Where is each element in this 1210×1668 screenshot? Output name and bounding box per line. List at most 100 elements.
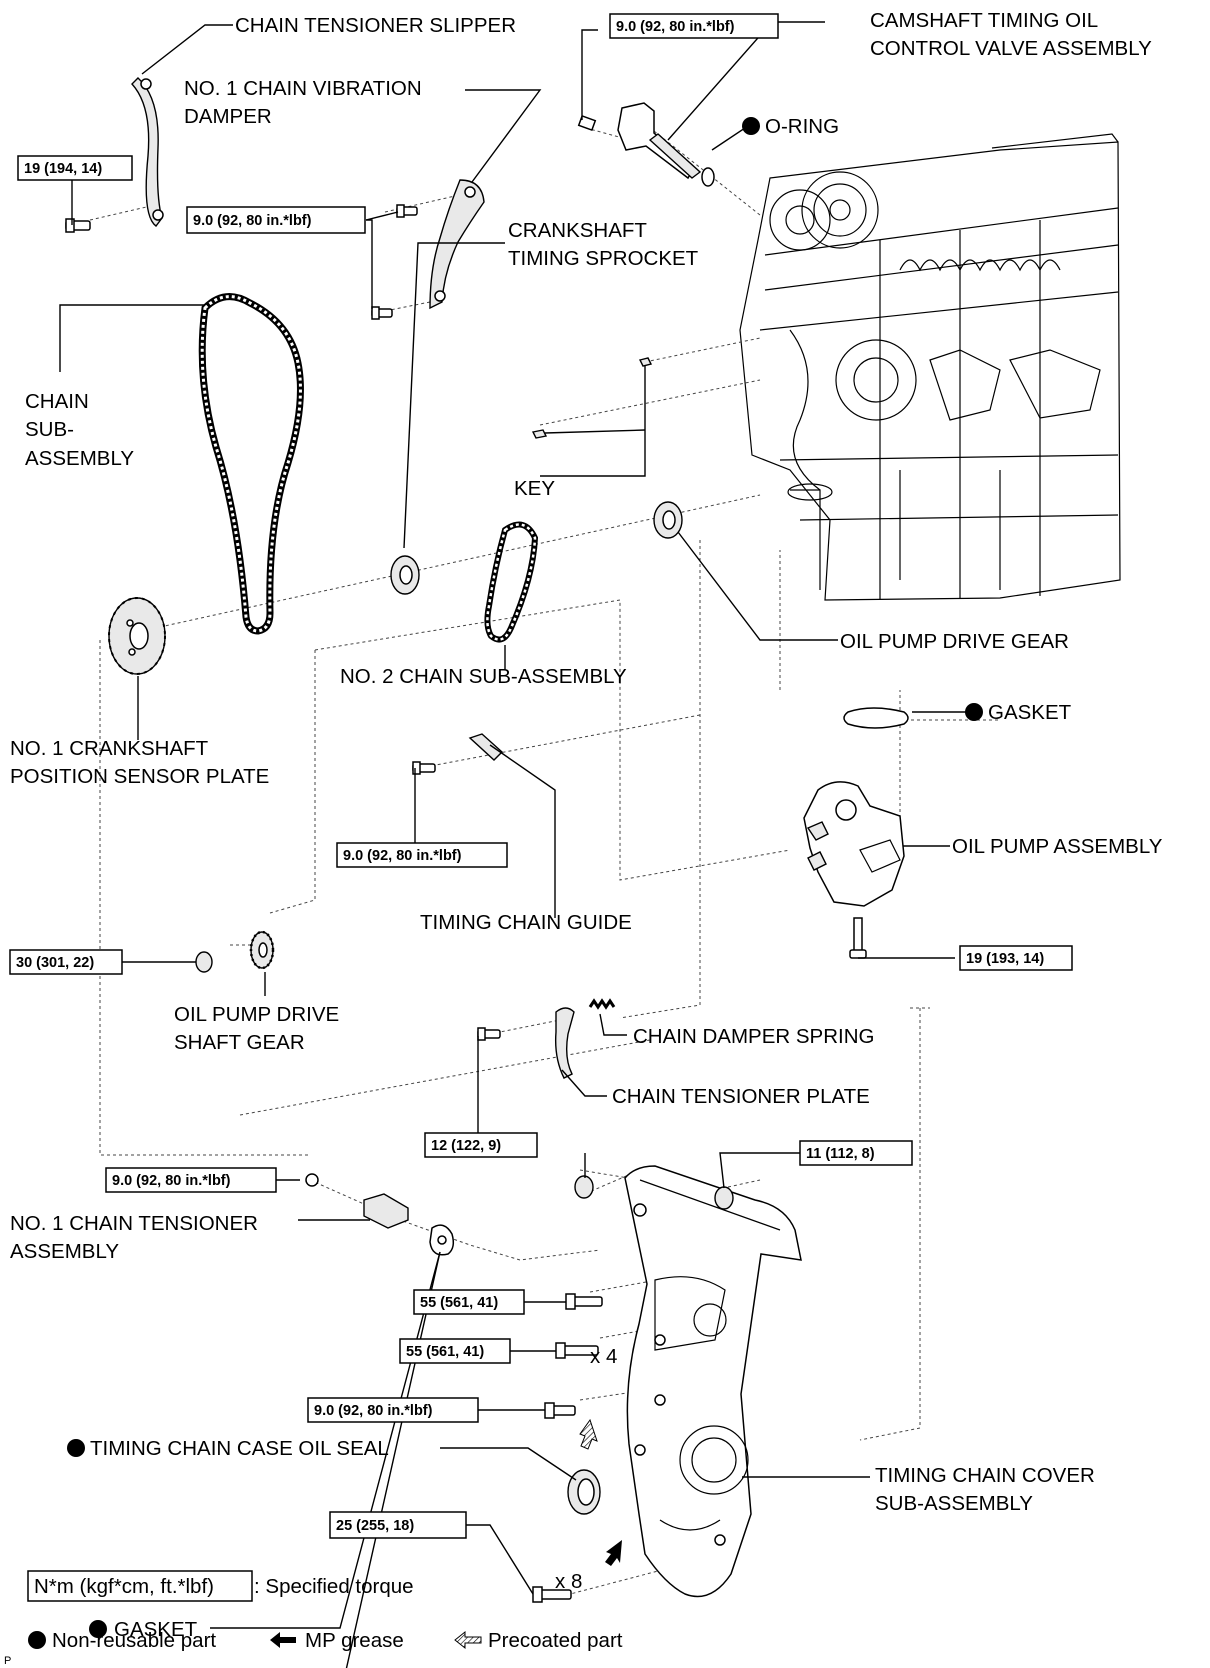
label-camshaft-ocv-l2: CONTROL VALVE ASSEMBLY: [870, 37, 1152, 60]
oil-pump-drive-gear-part: [653, 501, 683, 539]
engine-block-illustration: [739, 133, 1121, 601]
cover-nut-left: [574, 1175, 594, 1199]
cover-bolt-c: [544, 1402, 576, 1419]
svg-text:19 (193, 14): 19 (193, 14): [966, 951, 1044, 967]
damper-bolt-upper: [396, 204, 418, 218]
legend-mp-grease-icon: [270, 1632, 296, 1648]
label-x8: x 8: [555, 1570, 582, 1593]
svg-text:9.0 (92, 80 in.*lbf): 9.0 (92, 80 in.*lbf): [616, 19, 735, 35]
chain-damper-spring-part: [588, 998, 616, 1010]
legend: N*m (kgf*cm, ft.*lbf) : Specified torque…: [4, 1570, 623, 1667]
label-chain-tensioner-slipper: CHAIN TENSIONER SLIPPER: [235, 14, 516, 37]
torque-box-pump: 19 (193, 14): [959, 945, 1073, 971]
timing-chain-cover-part: [624, 1165, 802, 1598]
part-labels: CHAIN TENSIONER SLIPPER NO. 1 CHAIN VIBR…: [10, 9, 1163, 1641]
svg-text:19 (194, 14): 19 (194, 14): [24, 161, 102, 177]
crankshaft-position-sensor-plate-part: [108, 597, 166, 675]
camshaft-ocv-part: [577, 102, 715, 187]
shaft-gear-nut: [195, 951, 213, 973]
label-no1-chain-vibration-damper-l2: DAMPER: [184, 105, 272, 128]
legend-torque-desc: : Specified torque: [254, 1575, 414, 1598]
oil-pump-assembly-part: [803, 781, 905, 907]
corner-mark: P: [4, 1655, 11, 1667]
mp-grease-arrow-icon: [605, 1540, 622, 1566]
torque-box-tensioner: 9.0 (92, 80 in.*lbf): [105, 1167, 277, 1193]
gasket-bottom-part: [429, 1224, 455, 1256]
torque-box-slipper: 19 (194, 14): [17, 155, 133, 181]
torque-box-damper: 9.0 (92, 80 in.*lbf): [186, 206, 366, 234]
guide-bolt: [412, 761, 436, 775]
legend-mp-grease: MP grease: [305, 1629, 404, 1652]
label-gasket-bottom: GASKET: [114, 1618, 198, 1641]
chain-tensioner-plate-part: [554, 1007, 575, 1079]
label-crank-sensor-plate-l2: POSITION SENSOR PLATE: [10, 765, 269, 788]
cover-bolt-b: [555, 1342, 599, 1359]
label-oil-pump-drive-shaft-gear-l2: SHAFT GEAR: [174, 1031, 305, 1054]
precoated-arrow-icon: [579, 1418, 598, 1450]
torque-box-cover-b: 55 (561, 41): [399, 1338, 511, 1364]
non-reusable-dot-icon: [742, 117, 760, 135]
label-no2-chain-sub: NO. 2 CHAIN SUB-ASSEMBLY: [340, 665, 627, 688]
cover-bolt-d: [532, 1586, 572, 1603]
timing-chain-guide-part: [468, 733, 504, 761]
non-reusable-dot-icon: [67, 1439, 85, 1457]
label-no1-chain-tensioner-l2: ASSEMBLY: [10, 1240, 119, 1263]
torque-box-cover-c: 9.0 (92, 80 in.*lbf): [307, 1397, 479, 1423]
label-chain-damper-spring: CHAIN DAMPER SPRING: [633, 1025, 874, 1048]
legend-precoated-icon: [454, 1630, 482, 1650]
label-no1-chain-tensioner-l1: NO. 1 CHAIN TENSIONER: [10, 1212, 258, 1235]
svg-text:9.0 (92, 80 in.*lbf): 9.0 (92, 80 in.*lbf): [343, 848, 462, 864]
label-chain-sub-l1: CHAIN: [25, 390, 89, 413]
gasket-top-part: [843, 707, 909, 729]
svg-text:55 (561, 41): 55 (561, 41): [420, 1295, 498, 1311]
slipper-bolt: [65, 218, 91, 233]
oil-seal-part: [567, 1469, 601, 1515]
label-chain-sub-l2: SUB-: [25, 418, 74, 441]
key-part: [531, 357, 653, 439]
label-crankshaft-sprocket-l1: CRANKSHAFT: [508, 219, 647, 242]
svg-text:9.0 (92, 80 in.*lbf): 9.0 (92, 80 in.*lbf): [314, 1403, 433, 1419]
chain-sub-assembly-part: [198, 293, 304, 635]
svg-text:30 (301, 22): 30 (301, 22): [16, 955, 94, 971]
label-timing-chain-guide: TIMING CHAIN GUIDE: [420, 911, 632, 934]
torque-box-ocv: 9.0 (92, 80 in.*lbf): [609, 13, 779, 39]
svg-text:9.0 (92, 80 in.*lbf): 9.0 (92, 80 in.*lbf): [112, 1173, 231, 1189]
label-oil-seal: TIMING CHAIN CASE OIL SEAL: [90, 1437, 389, 1460]
label-o-ring: O-RING: [765, 115, 839, 138]
label-chain-tensioner-plate: CHAIN TENSIONER PLATE: [612, 1085, 870, 1108]
label-cover-l1: TIMING CHAIN COVER: [875, 1464, 1095, 1487]
cover-nut-right: [714, 1186, 734, 1210]
label-oil-pump-drive-gear: OIL PUMP DRIVE GEAR: [840, 630, 1069, 653]
label-x4: x 4: [590, 1345, 617, 1368]
cover-bolt-a: [565, 1293, 603, 1310]
label-crankshaft-sprocket-l2: TIMING SPROCKET: [508, 247, 699, 270]
torque-box-guide: 9.0 (92, 80 in.*lbf): [336, 842, 508, 868]
oil-pump-bolt: [849, 917, 867, 959]
non-reusable-dot-icon: [89, 1620, 107, 1638]
torque-specs: 9.0 (92, 80 in.*lbf) 19 (194, 14) 9.0 (9…: [9, 13, 1073, 1539]
label-no1-chain-vibration-damper-l1: NO. 1 CHAIN VIBRATION: [184, 77, 422, 100]
chain-tensioner-slipper-part: [131, 77, 164, 227]
no2-chain-sub-assembly-part: [484, 521, 539, 643]
torque-box-cover-nut: 11 (112, 8): [799, 1140, 913, 1166]
damper-bolt-lower: [371, 306, 393, 320]
label-gasket-top: GASKET: [988, 701, 1072, 724]
non-reusable-dot-icon: [965, 703, 983, 721]
svg-text:9.0 (92, 80 in.*lbf): 9.0 (92, 80 in.*lbf): [193, 213, 312, 229]
legend-torque-box: [27, 1570, 253, 1602]
gasket-bottom-leader: [210, 1251, 441, 1629]
svg-text:25 (255, 18): 25 (255, 18): [336, 1518, 414, 1534]
label-crank-sensor-plate-l1: NO. 1 CRANKSHAFT: [10, 737, 209, 760]
svg-text:11 (112, 8): 11 (112, 8): [806, 1146, 875, 1162]
torque-box-cover-d: 25 (255, 18): [329, 1511, 467, 1539]
svg-text:12 (122, 9): 12 (122, 9): [431, 1138, 501, 1154]
legend-non-reusable: Non-reusable part: [52, 1629, 216, 1652]
torque-box-cover-a: 55 (561, 41): [413, 1289, 525, 1315]
label-chain-sub-l3: ASSEMBLY: [25, 447, 134, 470]
oil-pump-drive-shaft-gear-part: [249, 930, 275, 970]
no1-chain-tensioner-part: [305, 1173, 409, 1229]
label-cover-l2: SUB-ASSEMBLY: [875, 1492, 1033, 1515]
label-oil-pump-assembly: OIL PUMP ASSEMBLY: [952, 835, 1163, 858]
label-camshaft-ocv-l1: CAMSHAFT TIMING OIL: [870, 9, 1098, 32]
